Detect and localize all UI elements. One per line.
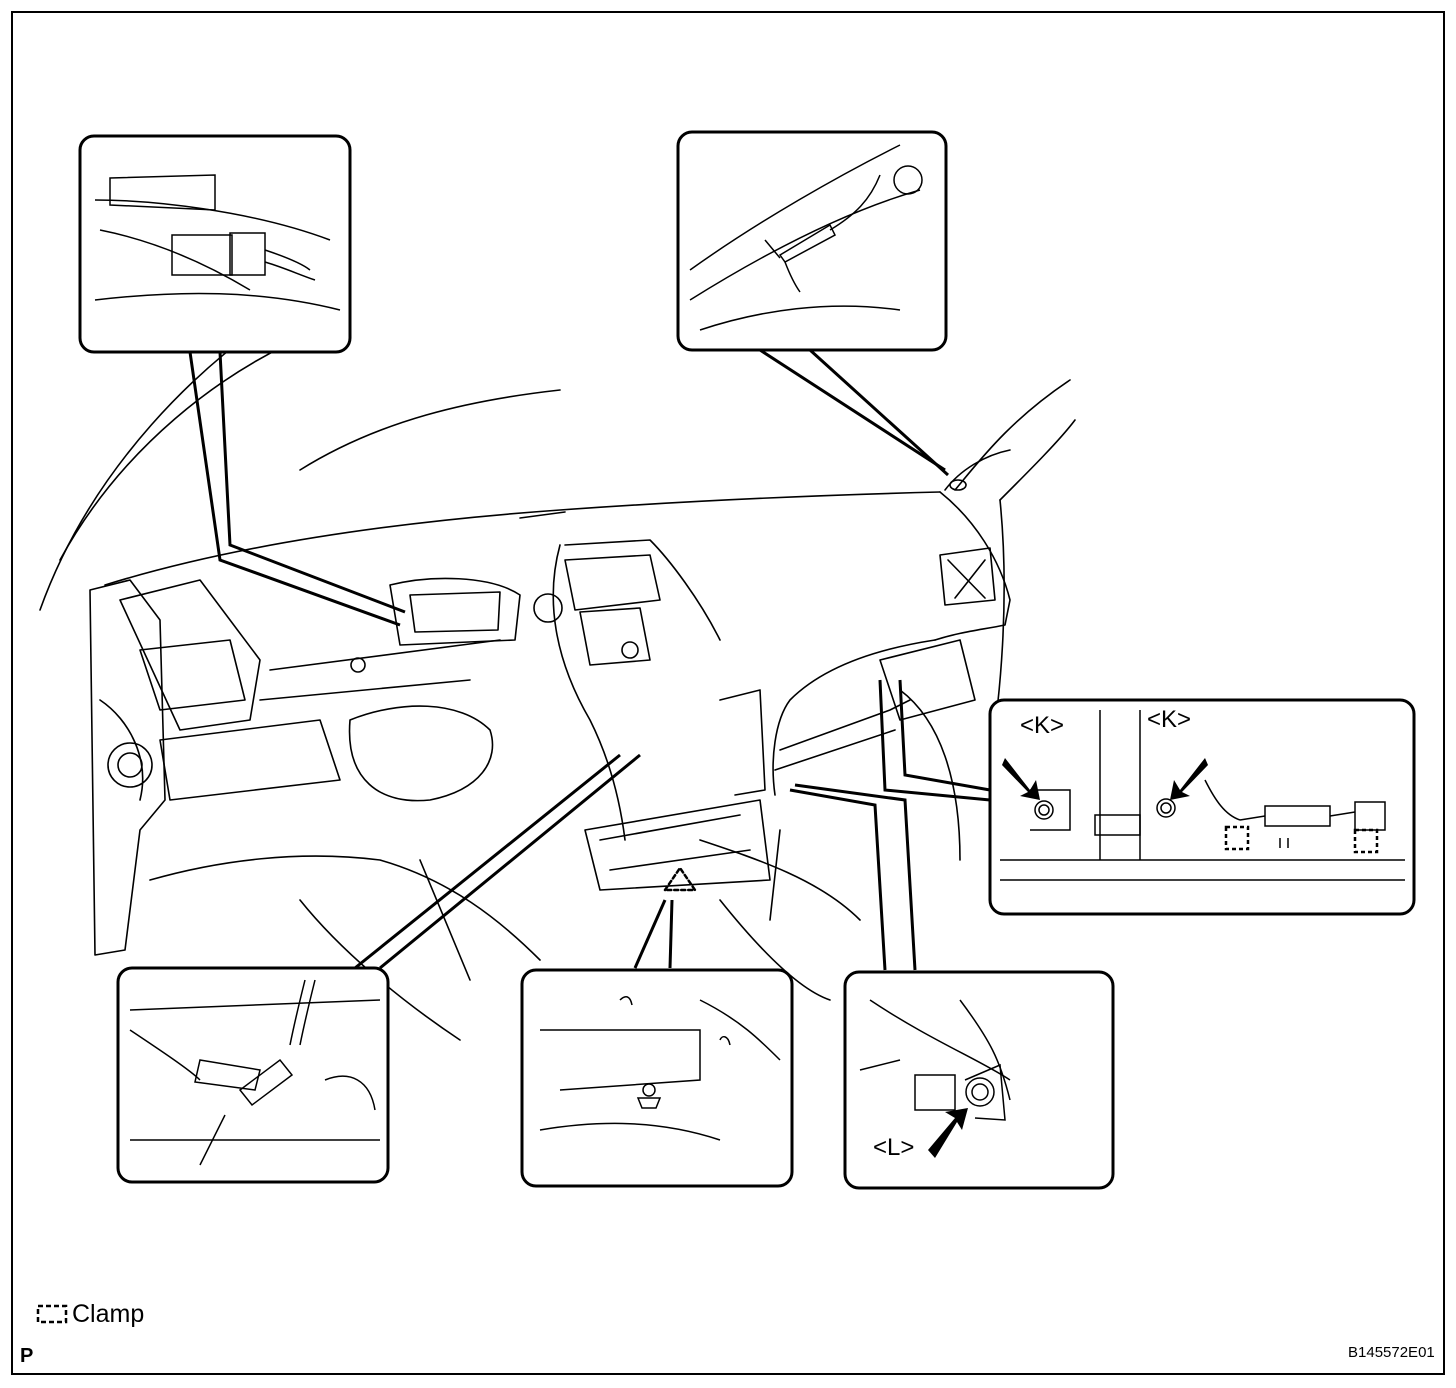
page-letter: P	[20, 1345, 34, 1367]
legend-clamp-label: Clamp	[72, 1300, 145, 1328]
figure-id: B145572E01	[1348, 1344, 1435, 1361]
callout-label-k-right: <K>	[1147, 706, 1192, 733]
leader-lines	[188, 348, 991, 971]
arrow-k-right	[1170, 758, 1208, 800]
detail-connector-bottom-left	[116, 966, 390, 1184]
arrow-l	[928, 1108, 968, 1158]
callout-label-k-left: <K>	[1020, 712, 1065, 739]
instrument-panel-drawing	[39, 299, 1076, 1041]
detail-bolt-center	[520, 968, 794, 1188]
diagram-border	[11, 11, 1445, 1375]
detail-sensor-top-right	[676, 130, 948, 352]
arrow-k-left	[1002, 758, 1040, 800]
dashed-clamp-icon	[36, 1304, 68, 1324]
detail-k-fasteners	[988, 698, 1416, 916]
detail-l-bolt	[843, 970, 1115, 1190]
callout-label-l: <L>	[873, 1134, 915, 1161]
detail-connector-top-left	[78, 134, 352, 354]
